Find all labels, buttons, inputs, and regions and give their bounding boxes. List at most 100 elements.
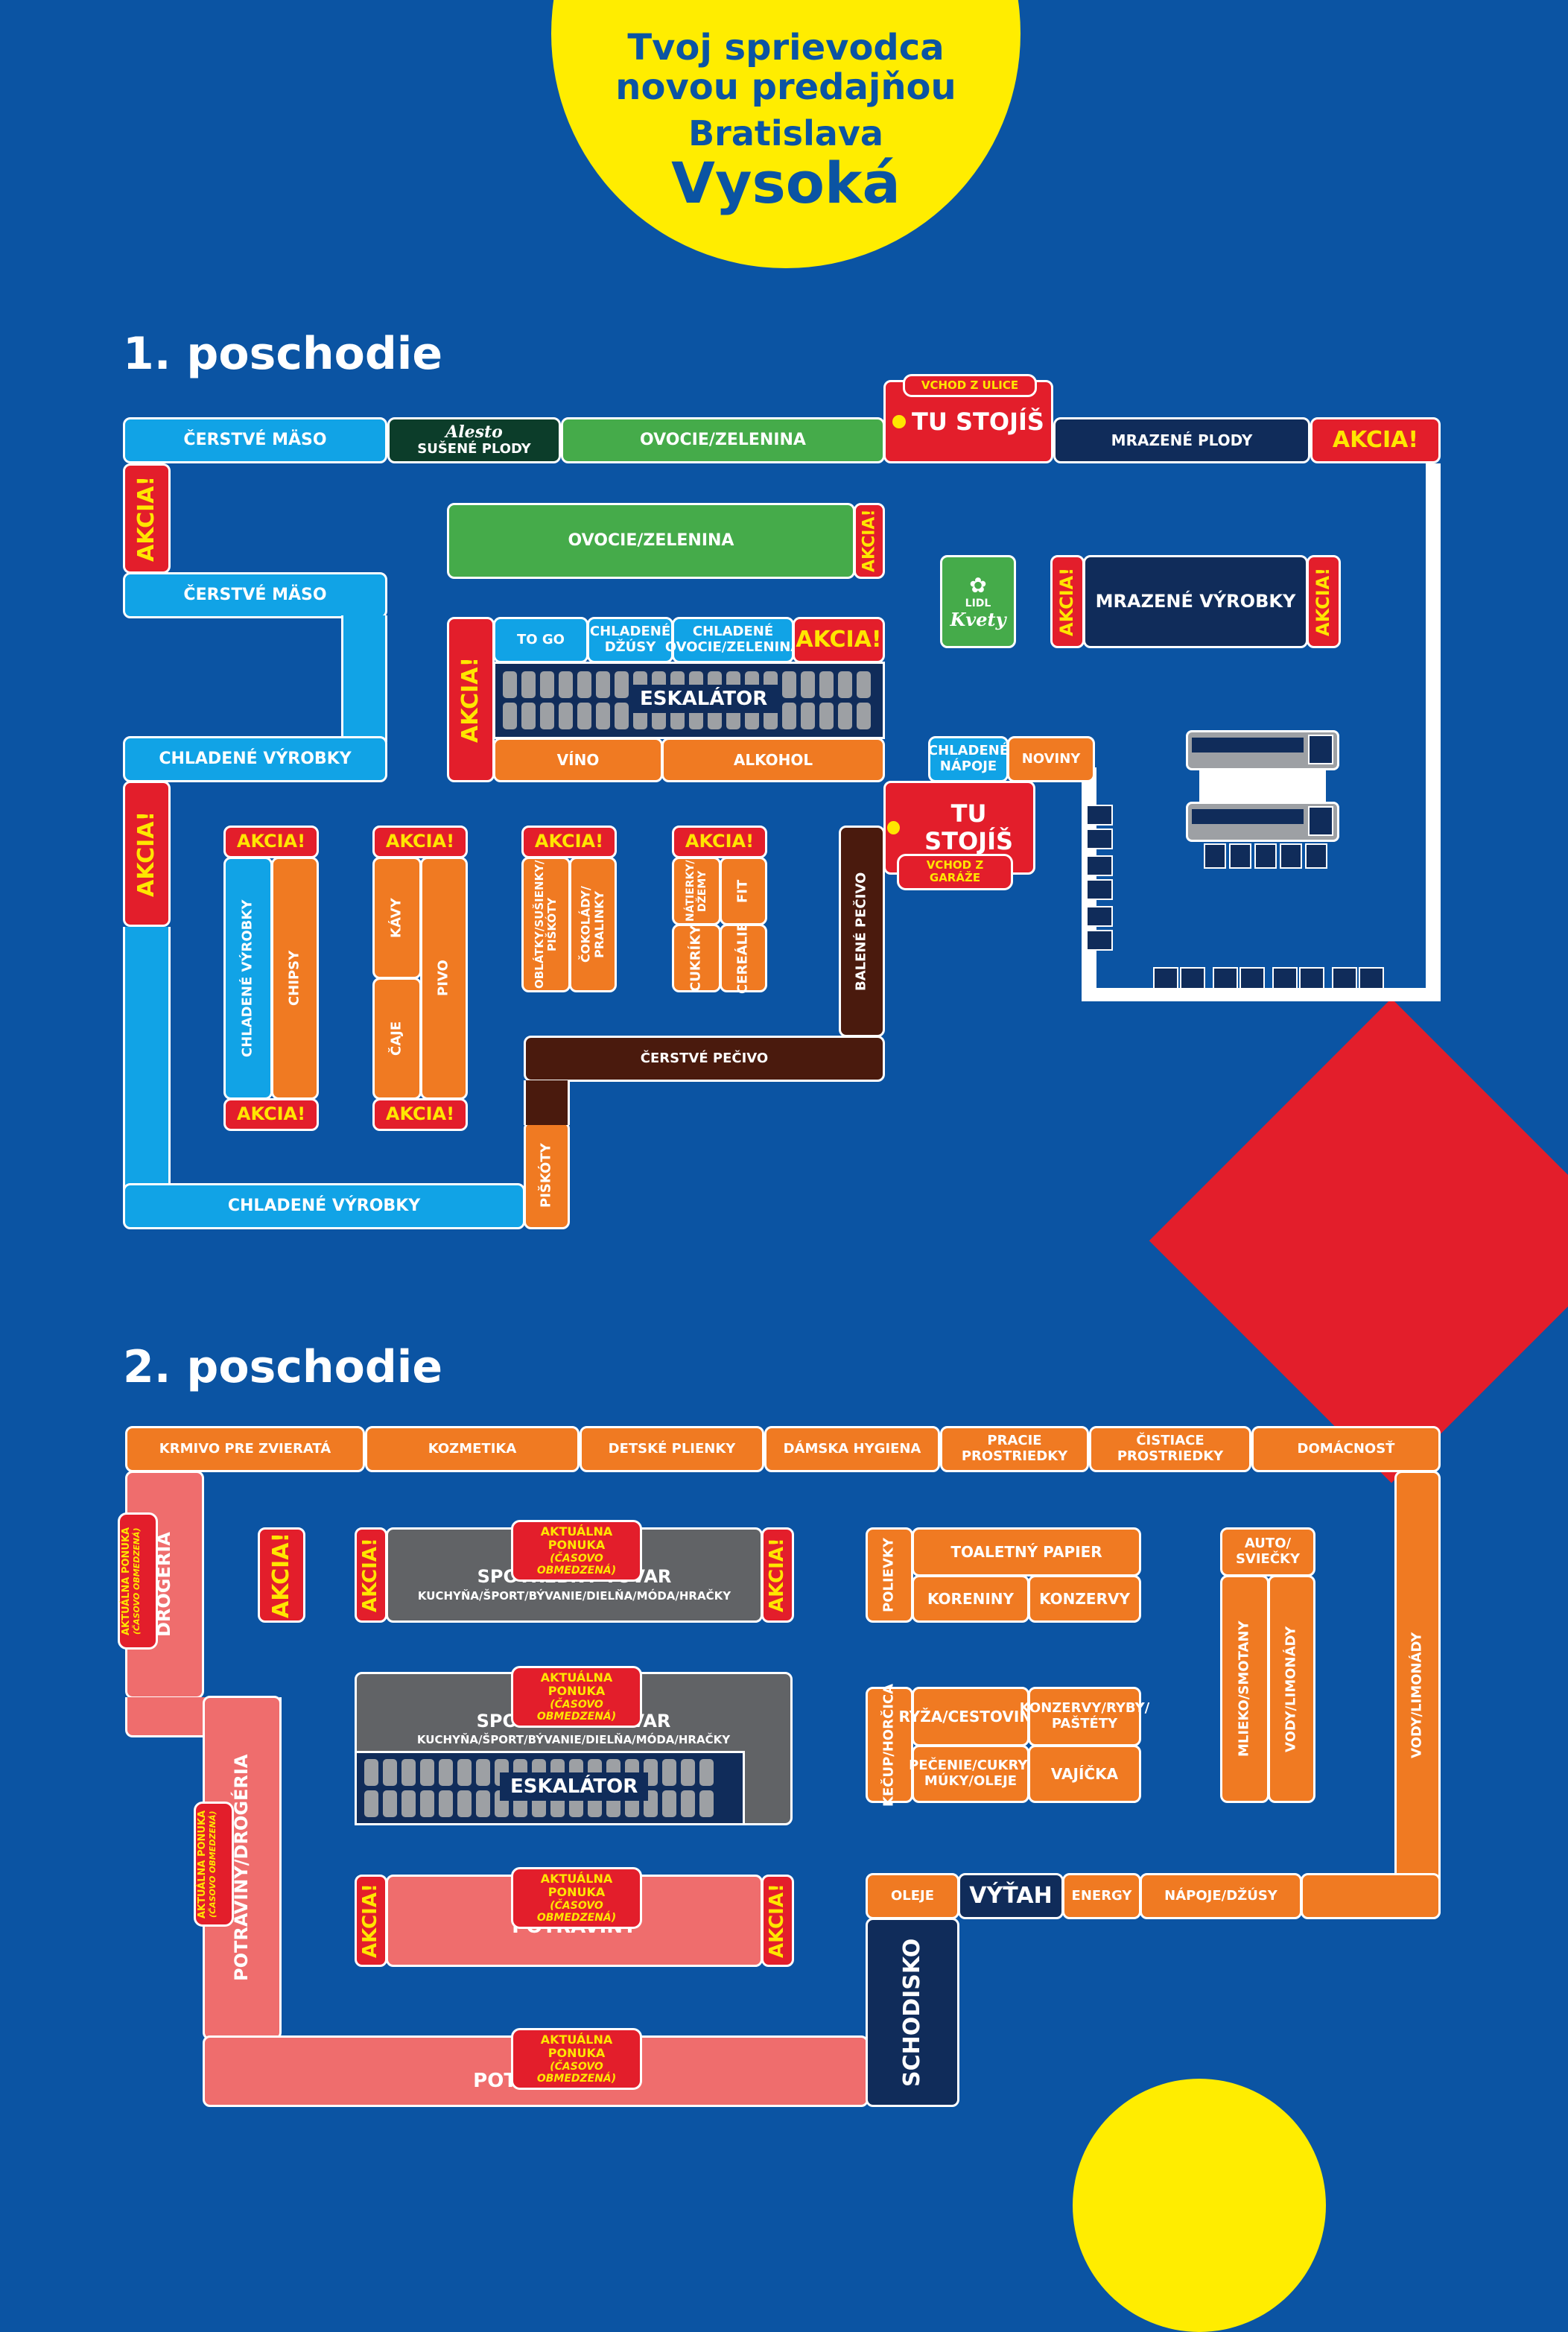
feminine-hygiene: DÁMSKA HYGIENA (764, 1426, 940, 1472)
escalator-step (681, 1759, 695, 1786)
shelf-square (1332, 967, 1357, 989)
shelf-square (1240, 967, 1265, 989)
shelf-square (1359, 967, 1384, 989)
aisle2-sale-top: AKCIA! (372, 826, 468, 858)
offer-badge-sub: (ČASOVO OBMEDZENÁ) (536, 1698, 617, 1723)
floor1-bottom-right-wall (1082, 988, 1441, 1001)
shelf-square (1213, 967, 1238, 989)
offer-badge-sub: (ČASOVO OBMEDZENÁ) (536, 1899, 617, 1924)
red-diamond-shape (1149, 998, 1568, 1483)
produce-island-sale: AKCIA! (854, 503, 885, 579)
packaged-bakery: BALENÉ PEČIVO (839, 826, 885, 1037)
escalator-step (559, 671, 573, 698)
escalator-step (540, 671, 554, 698)
aisle4-candy: CUKRÍKY (672, 924, 721, 992)
cans: KONZERVY (1028, 1575, 1141, 1623)
aisle4-fit: FIT (720, 857, 767, 925)
detergents: PRACIE PROSTRIEDKY (940, 1426, 1089, 1472)
header-text: Tvoj sprievodca novou predajňou Bratisla… (551, 28, 1021, 215)
shelf-square (1305, 843, 1327, 869)
baking: PEČENIE/CUKRY/ MÚKY/OLEJE (909, 1745, 1032, 1803)
escalator-step (819, 671, 834, 698)
shelf-square (1086, 906, 1113, 927)
toilet-paper: TOALETNÝ PAPIER (912, 1527, 1141, 1577)
alcohol: ALKOHOL (661, 738, 885, 782)
shelf-square (1280, 843, 1302, 869)
produce-top: OVOCIE/ZELENINA (561, 417, 885, 463)
escalator-step (857, 703, 871, 729)
escalator-step (782, 703, 796, 729)
aisle4-spreads: NÁTIERKY/ DŽEMY (672, 857, 721, 925)
flowers-stand: ✿ LIDL Kvety (940, 555, 1016, 648)
aisle1-chips: CHIPSY (271, 857, 319, 1100)
shelf-square (1086, 879, 1113, 900)
floor1-right-wall (1426, 463, 1441, 1001)
escalator-floor2: ESKALÁTOR (355, 1751, 745, 1825)
dried-fruit-label: SUŠENÉ PLODY (417, 441, 531, 457)
offer-badge-sub: (ČASOVO OBMEDZENÁ) (536, 2060, 617, 2085)
escalator-step (383, 1759, 397, 1786)
escalator-step (662, 1790, 676, 1817)
shelf-square (1086, 930, 1113, 951)
header-city: Bratislava (688, 113, 883, 153)
escalator-step (476, 1759, 490, 1786)
checkout-counters (1186, 730, 1339, 887)
escalator-step (476, 1790, 490, 1817)
escalator-step (420, 1759, 434, 1786)
escalator-step (439, 1759, 453, 1786)
escalator-step (577, 703, 591, 729)
aisle2-beer: PIVO (420, 857, 468, 1100)
offer-badge-drogeria: AKTUÁLNA PONUKA(ČASOVO OBMEDZENÁ) (118, 1512, 158, 1650)
aisle2-tea: ČAJE (372, 978, 422, 1100)
escalator-step (596, 703, 610, 729)
you-are-here-garage: TU STOJÍŠ (924, 799, 1014, 855)
food-island-sale-right: AKCIA! (761, 1875, 794, 1967)
biscuits: PIŠKÓTY (524, 1121, 570, 1229)
household: DOMÁCNOSŤ (1251, 1426, 1441, 1472)
offer-badge-food-drogeria: AKTUÁLNA PONUKA(ČASOVO OBMEDZENÁ) (194, 1802, 234, 1927)
shelf-square (1086, 805, 1113, 826)
aisle3-chocolate: ČOKOLÁDY/ PRALINKY (569, 857, 617, 992)
to-go: TO GO (493, 617, 588, 663)
offer-badge-label: AKTUÁLNA PONUKA (540, 1524, 613, 1553)
pet-food: KRMIVO PRE ZVIERATÁ (125, 1426, 365, 1472)
bottom-row-corner (1301, 1873, 1441, 1919)
escalator-step (521, 671, 536, 698)
offer-badge-label: AKTUÁLNA PONUKA (540, 1670, 613, 1699)
shelf-square (1272, 967, 1298, 989)
milk-cream: MLIEKO/SMOTANY (1220, 1575, 1269, 1803)
escalator-step (681, 1790, 695, 1817)
escalator-step (457, 1759, 472, 1786)
escalator-step (801, 671, 815, 698)
chilled-produce: CHLADENÉ OVOCIE/ZELENINA (665, 617, 801, 663)
alesto-dried-fruit: Alesto SUŠENÉ PLODY (387, 417, 561, 463)
aisle3-biscuits: OBLÁTKY/SUŠIENKY/ PIŠKÓTY (521, 857, 571, 992)
escalator-floor1: ESKALÁTOR (493, 662, 885, 739)
cosmetics: KOZMETIKA (365, 1426, 580, 1472)
entrance-street-label: VCHOD Z ULICE (903, 374, 1037, 398)
frozen-fruit-top: MRAZENÉ PLODY (1053, 417, 1310, 463)
escalator-step (782, 671, 796, 698)
escalator-step (615, 703, 629, 729)
aisle4-cereals: CEREÁLIE (720, 922, 767, 994)
floor1-title: 1. poschodie (123, 328, 443, 380)
rice-pasta: RYŽA/CESTOVINY (898, 1687, 1043, 1746)
water-lemonade-shelf: VODY/LIMONÁDY (1268, 1575, 1315, 1803)
escalator-step (699, 1759, 714, 1786)
shelf-square (1204, 843, 1226, 869)
flowers-label: Kvety (950, 608, 1006, 630)
spices: KORENINY (912, 1575, 1029, 1623)
checkout-register (1308, 806, 1333, 836)
escalator-steps (364, 1759, 714, 1817)
frozen-products: MRAZENÉ VÝROBKY (1083, 555, 1308, 648)
oils: OLEJE (866, 1873, 959, 1919)
produce-island: OVOCIE/ZELENINA (447, 503, 855, 579)
aisle3-sale-top: AKCIA! (521, 826, 617, 858)
escalator-step (383, 1790, 397, 1817)
checkout-register (1308, 735, 1333, 764)
frozen-sale-left: AKCIA! (1050, 555, 1085, 648)
offer-badge-food-island: AKTUÁLNA PONUKA(ČASOVO OBMEDZENÁ) (511, 1867, 642, 1929)
offer-badge-label: AKTUÁLNA PONUKA (540, 1872, 613, 1900)
checkout-belt (1192, 809, 1304, 824)
auto-candles: AUTO/ SVIEČKY (1220, 1527, 1315, 1577)
